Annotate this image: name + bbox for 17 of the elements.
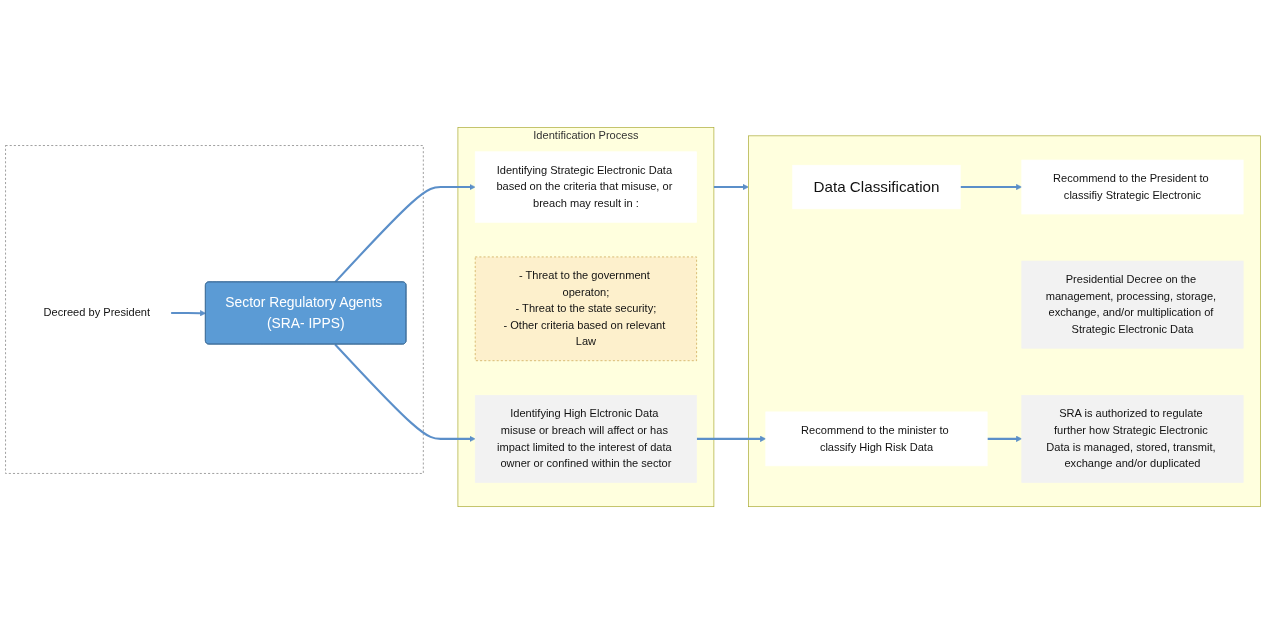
node-box: SRA is authorized to regulate further how Strategic Electronic Data is managed, stored, transmit, exchange and/or duplicated	[1021, 395, 1244, 484]
node-box: Recommend to the minister to classify High Risk Data	[765, 411, 988, 467]
node-box: Data Classification	[792, 165, 961, 210]
arrow	[960, 184, 1023, 191]
node-text: Decreed by President	[43, 307, 151, 319]
arrow	[713, 184, 749, 191]
cluster	[5, 145, 424, 475]
cluster	[748, 135, 1261, 508]
arrow	[334, 344, 476, 443]
arrow	[987, 436, 1023, 443]
arrow	[334, 184, 476, 284]
arrow	[696, 436, 767, 443]
arrow	[170, 310, 206, 317]
node-box: Identifying Strategic Electronic Data based on the criteria that misuse, or breach may result in :	[474, 151, 697, 224]
node-box: Identifying High Elctronic Data misuse or breach will affect or has impact limited to the interest of data owner or confined within the sector	[474, 395, 697, 484]
node-box: - Threat to the government operaton; - Threat to the state security; - Other criteria based on relevant Law	[474, 256, 697, 362]
node-box: Recommend to the President to classifiy Strategic Electronic	[1021, 160, 1244, 215]
